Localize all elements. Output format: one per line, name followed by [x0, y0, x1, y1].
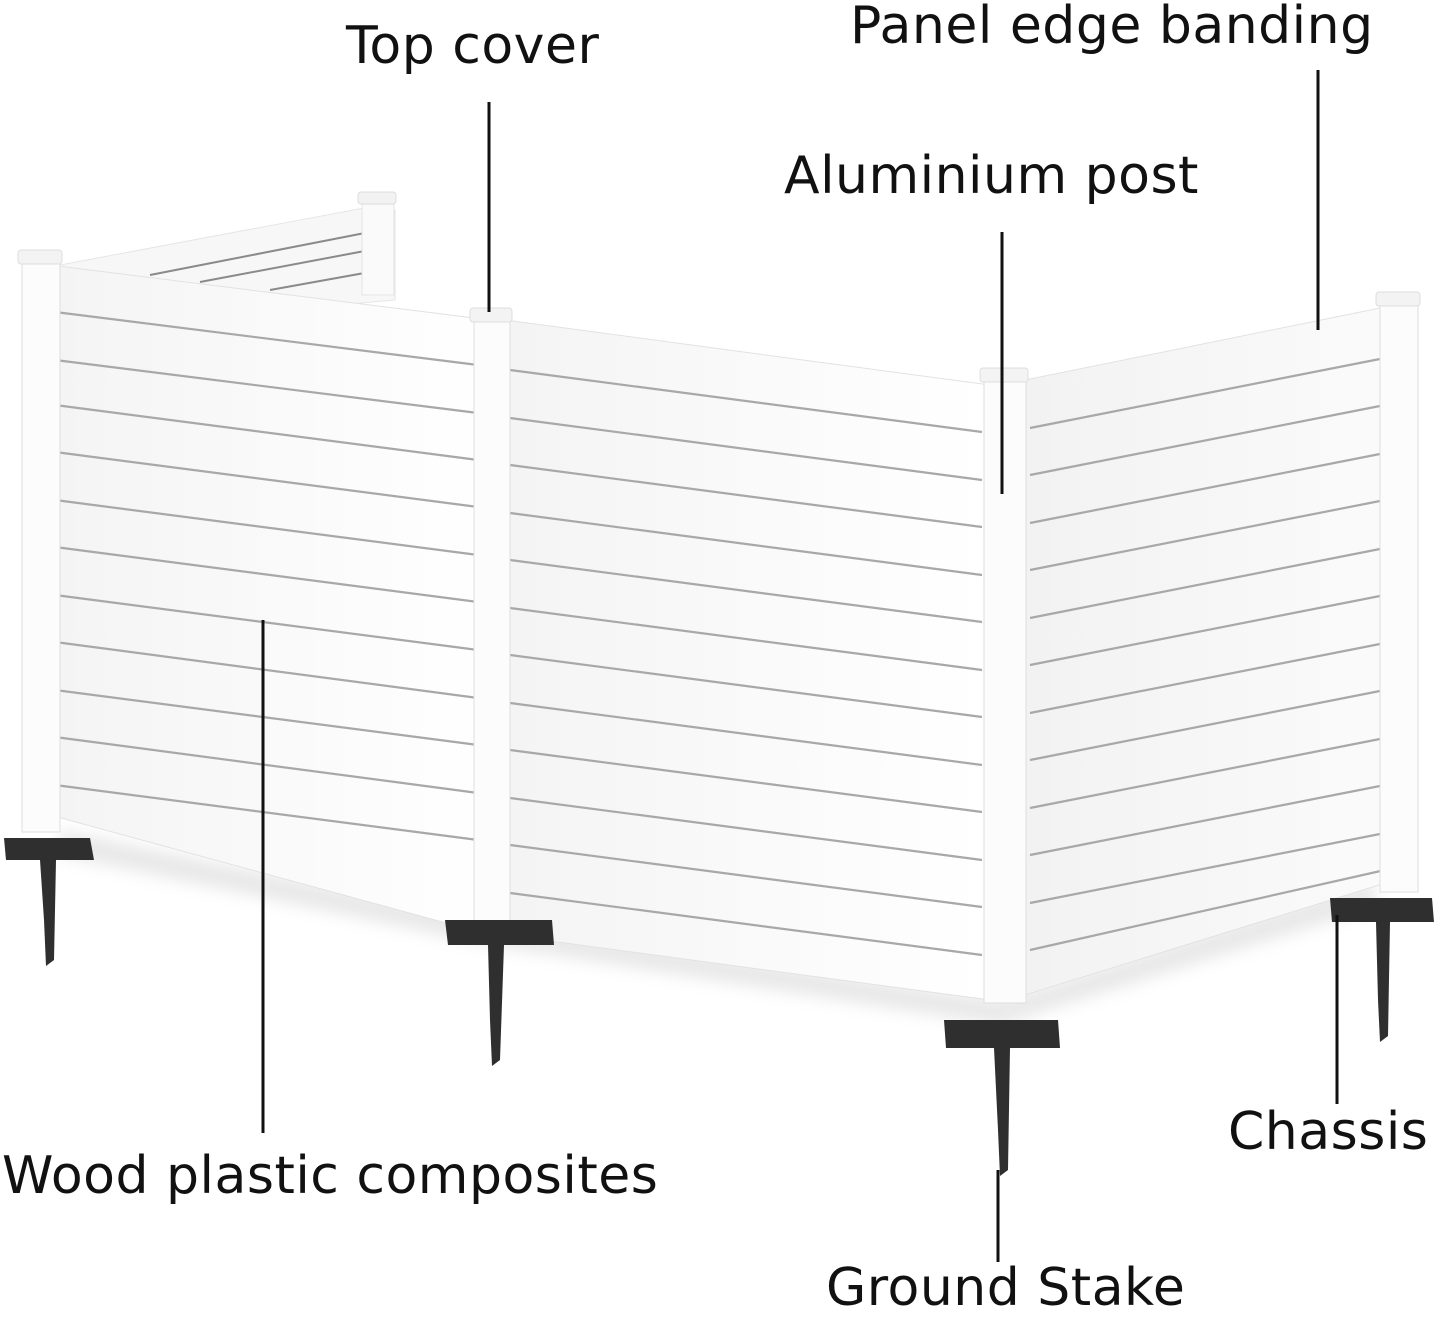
callout-top-cover: Top cover: [346, 16, 600, 76]
callout-aluminium-post: Aluminium post: [784, 146, 1199, 206]
left-panel-slat-gaps: [54, 310, 479, 842]
left-panel: [49, 264, 491, 936]
callout-chassis: Chassis: [1228, 1102, 1429, 1162]
aluminium-posts: [17, 249, 1421, 1004]
callout-ground-stake: Ground Stake: [826, 1258, 1186, 1318]
callout-panel-edge-banding: Panel edge banding: [850, 0, 1374, 56]
leader-lines: [261, 70, 1339, 1262]
middle-panel: [504, 319, 991, 1001]
callout-wood-plastic-composites: Wood plastic composites: [2, 1146, 659, 1206]
right-panel-slat-gaps: [1029, 356, 1386, 952]
right-panel: [1024, 304, 1396, 996]
chassis-and-stakes: [4, 838, 1434, 1176]
middle-panel-slat-gaps: [509, 368, 983, 957]
